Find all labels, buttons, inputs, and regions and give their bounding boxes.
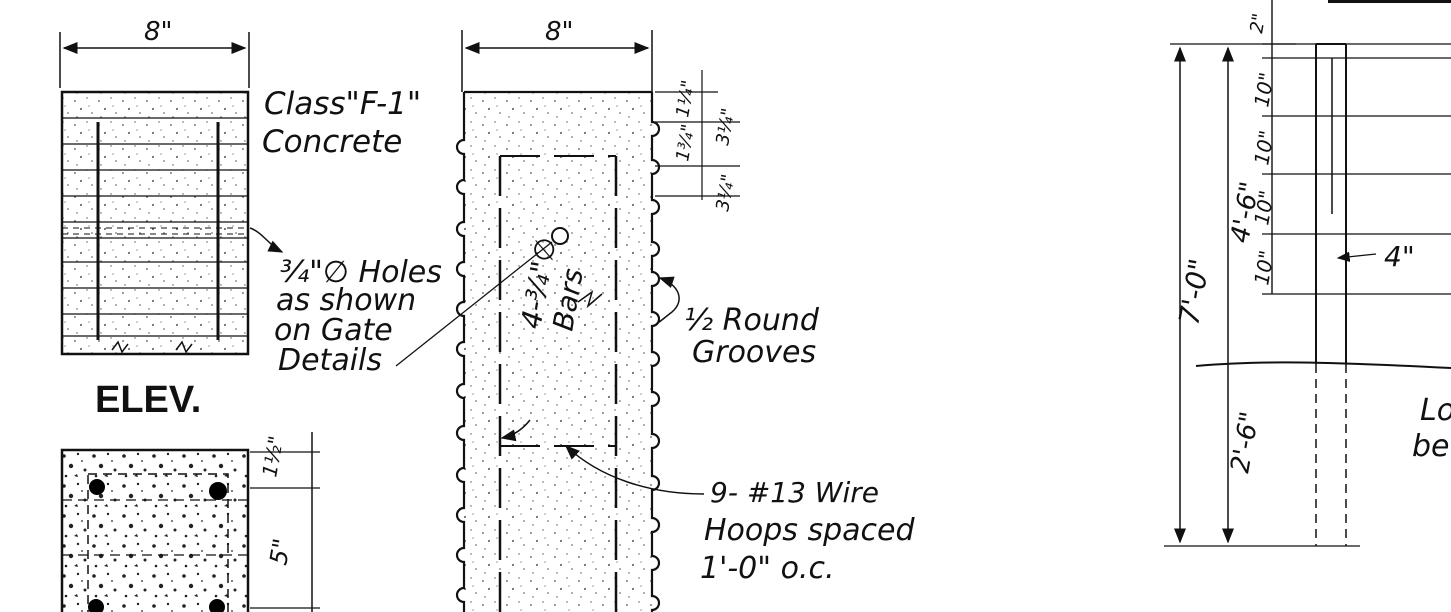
spacing-2in: 2" — [1246, 12, 1270, 35]
spacing-dim-3: 3¼" — [712, 107, 739, 147]
hoops-note-line2: Hoops spaced — [704, 513, 915, 548]
spacing-10in-3: 10" — [1249, 189, 1279, 227]
lower-height-dim: 2'-6" — [1225, 409, 1265, 475]
elev-width-dim: 8" — [144, 17, 173, 47]
holes-note-line1: ¾"∅ Holes — [280, 255, 442, 290]
holes-note-line2: as shown — [276, 283, 416, 318]
spacing-10in-4: 10" — [1249, 249, 1279, 287]
spacing-dim-1: 1¼" — [672, 79, 699, 119]
concrete-note-line1: Class"F-1" — [264, 86, 421, 122]
ground-note-line2: be — [1412, 429, 1450, 464]
inner-dim: 4" — [1384, 240, 1415, 273]
groove-note-line2: Grooves — [692, 335, 816, 370]
total-height-dim: 7'-0" — [1172, 256, 1216, 327]
post-width-dim: 8" — [545, 17, 574, 47]
spacing-dim-2: 1¾" — [672, 123, 699, 163]
spacing-dim-4: 3¼" — [712, 173, 739, 213]
groove-note-line1: ½ Round — [684, 303, 820, 338]
section-dim-mid: 5" — [264, 536, 296, 567]
spacing-10in-1: 10" — [1249, 71, 1279, 109]
holes-note-line3: on Gate — [274, 313, 393, 348]
holes-note-line4: Details — [278, 343, 382, 378]
elev-label: ELEV. — [95, 379, 201, 421]
elevation-view: 8" ELEV. — [59, 17, 320, 612]
post-elevation-view: 7'-0" 4'-6" 2'-6" 2" 10" 10" 10" 10" — [1164, 0, 1451, 547]
hoops-note-line1: 9- #13 Wire — [710, 476, 879, 509]
section-dim-top: 1½" — [257, 434, 288, 479]
hoops-note-line3: 1'-0" o.c. — [700, 551, 835, 586]
post-section-view: 8" 1¼" 1¾" 3¼" 3¼" Class"F-1" Concrete ¾… — [249, 17, 915, 612]
spacing-10in-2: 10" — [1249, 129, 1279, 167]
ground-note-line1: Lo — [1420, 393, 1451, 428]
concrete-note-line2: Concrete — [262, 124, 402, 160]
